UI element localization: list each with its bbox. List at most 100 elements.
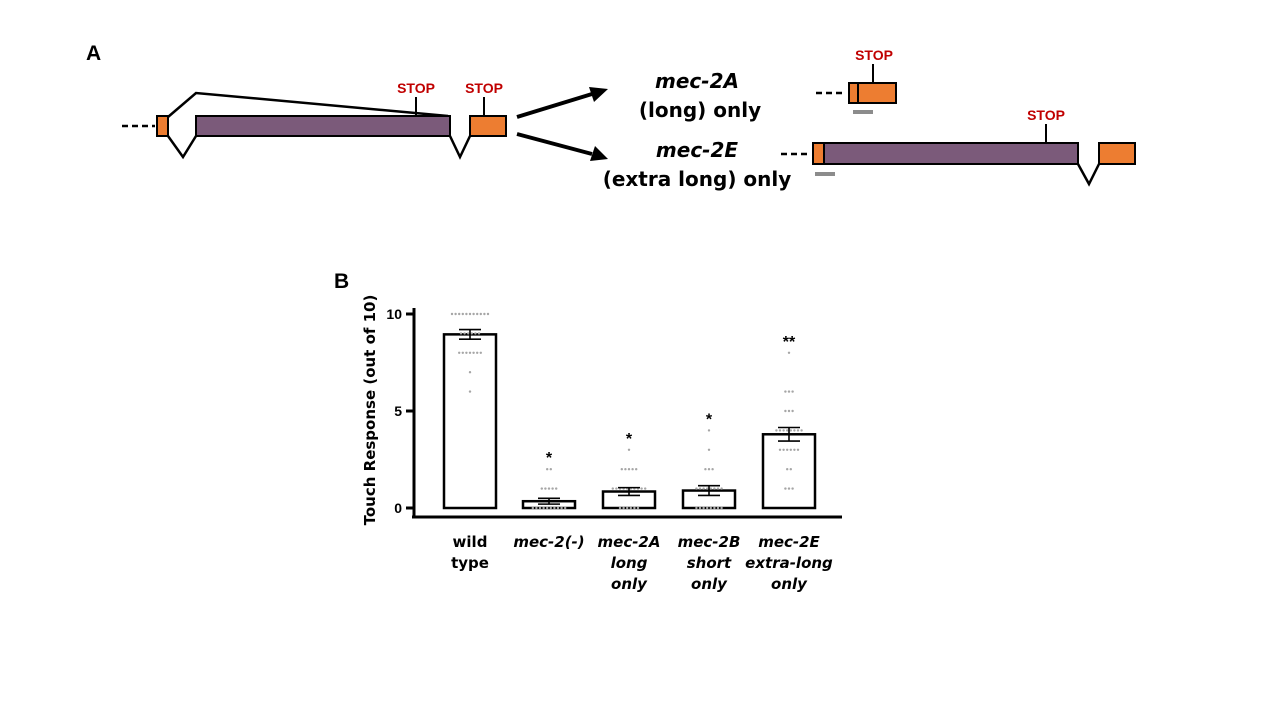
data-point: [622, 506, 625, 510]
data-point: [707, 429, 711, 432]
exon-last: [469, 115, 507, 137]
data-point: [549, 468, 552, 471]
y-tick-label: 10: [386, 306, 402, 322]
data-point: [791, 390, 794, 393]
data-point: [784, 390, 787, 393]
data-point: [474, 332, 477, 335]
data-point: [544, 487, 547, 490]
data-point: [784, 409, 787, 413]
stop-label-1: STOP: [397, 80, 435, 96]
data-point: [467, 332, 470, 335]
gene-model-mec2a: STOP: [816, 47, 897, 114]
data-point: [538, 506, 542, 510]
data-point: [787, 390, 791, 393]
data-point: [486, 312, 490, 316]
exon-first: [156, 115, 169, 137]
panel-a: A STOP STOP mec-2A (long) only mec-2E (e…: [86, 42, 1136, 191]
splice-arc: [167, 91, 449, 118]
data-point: [644, 487, 647, 490]
data-point: [713, 487, 716, 490]
data-point: [704, 468, 707, 471]
data-point: [720, 506, 723, 510]
data-point: [775, 429, 778, 432]
data-point: [626, 506, 629, 510]
mec2e-exon-last: [1098, 142, 1136, 165]
data-point: [784, 487, 787, 490]
mec2e-exon-first: [812, 142, 825, 165]
category-label: short: [687, 554, 732, 572]
data-point: [477, 332, 481, 335]
data-point: [716, 506, 720, 510]
data-point: [618, 506, 622, 510]
alt-exon-block: [195, 115, 451, 137]
data-point: [720, 487, 723, 490]
data-point: [468, 351, 472, 354]
data-point: [611, 487, 614, 490]
stop-label-2: STOP: [465, 80, 503, 96]
data-point: [556, 506, 560, 510]
data-point: [706, 487, 709, 490]
significance-marker: *: [626, 431, 633, 448]
data-point: [786, 448, 789, 451]
data-point: [635, 468, 638, 471]
data-point: [470, 332, 473, 335]
data-point: [476, 312, 479, 316]
arrows: [516, 87, 608, 161]
data-point: [698, 487, 702, 490]
y-axis-label: Touch Response (out of 10): [361, 295, 379, 526]
bar: [761, 433, 817, 510]
data-point: [698, 506, 702, 510]
category-label: only: [611, 575, 648, 593]
arrow-up-shaft: [516, 92, 593, 119]
data-point: [459, 332, 463, 335]
data-point: [546, 506, 549, 510]
data-point: [631, 468, 634, 471]
data-point: [800, 429, 803, 432]
mec2e-primer-bar: [815, 172, 835, 176]
data-point: [707, 468, 711, 471]
data-point: [633, 506, 636, 510]
category-label: mec-2E: [758, 533, 820, 551]
data-point: [791, 409, 794, 413]
isoform-e-desc: (extra long) only: [603, 167, 792, 191]
y-tick-label: 5: [394, 403, 402, 419]
data-point: [465, 351, 468, 354]
data-point: [560, 506, 563, 510]
data-point: [468, 312, 472, 316]
arrow-up-head: [589, 87, 608, 102]
data-point: [542, 506, 545, 510]
data-point: [702, 506, 705, 510]
data-point: [461, 312, 464, 316]
category-label: wild: [453, 533, 488, 551]
data-point: [458, 351, 461, 354]
gene-model-mec2e: STOP: [781, 107, 1136, 187]
category-label: only: [771, 575, 808, 593]
arrow-down-shaft: [516, 132, 593, 156]
mec2e-stop-label: STOP: [1027, 107, 1065, 123]
data-point: [695, 487, 698, 490]
data-point: [711, 468, 714, 471]
data-point: [472, 351, 475, 354]
data-point: [716, 487, 720, 490]
data-point: [476, 351, 479, 354]
data-point: [789, 429, 792, 432]
data-point: [463, 332, 466, 335]
data-point: [546, 468, 549, 471]
data-point: [468, 371, 472, 374]
data-point: [636, 506, 640, 510]
mec2e-coding-block: [823, 142, 1079, 165]
data-point: [695, 506, 698, 510]
intron-v-1: [166, 135, 198, 160]
data-point: [786, 468, 789, 471]
data-point: [782, 429, 785, 432]
data-point: [702, 487, 705, 490]
mec2e-intron-v: [1076, 163, 1101, 187]
data-point: [791, 487, 794, 490]
data-point: [454, 312, 457, 316]
data-point: [479, 351, 482, 354]
data-point: [483, 312, 486, 316]
data-point: [787, 351, 791, 354]
data-point: [778, 429, 782, 432]
y-tick-label: 0: [394, 500, 402, 516]
data-point: [789, 468, 792, 471]
